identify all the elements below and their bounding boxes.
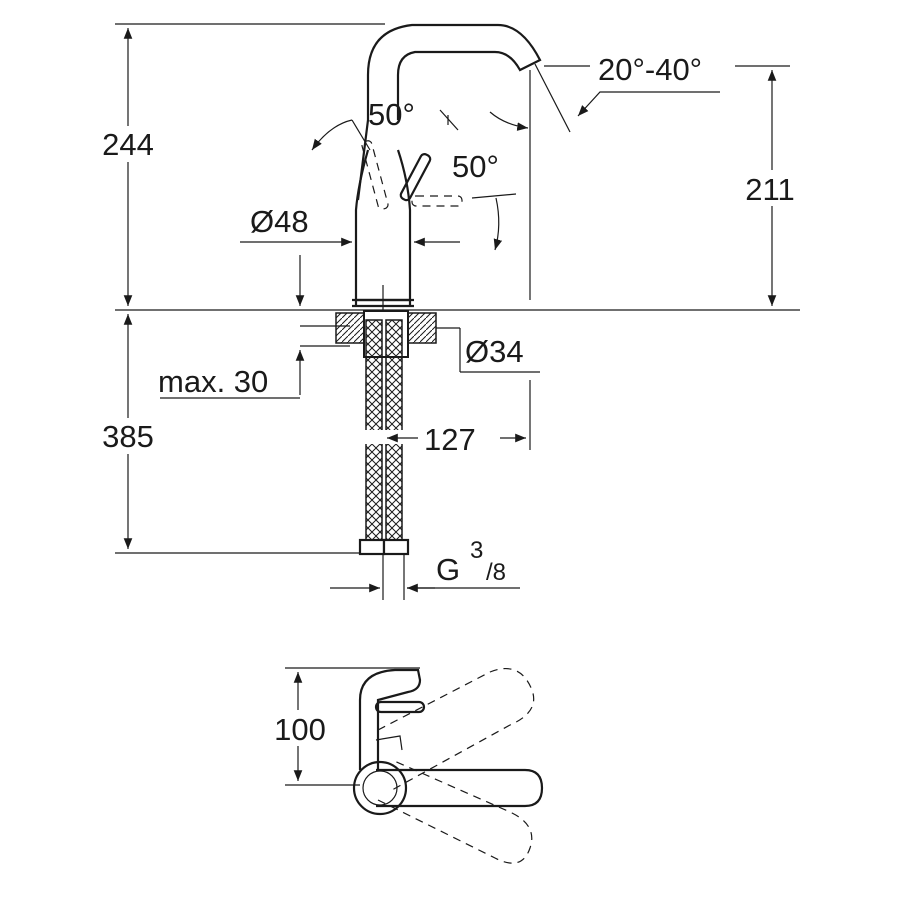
spout-top	[358, 668, 426, 770]
lever-angle-upper: 50°	[311, 97, 415, 151]
dimension-385: 385	[94, 314, 360, 554]
dimension-thread: G 3 /8	[330, 537, 520, 593]
label-211: 211	[745, 172, 794, 207]
swivel-angle-dimension: 20°-40°	[489, 52, 720, 133]
label-thread-sub: /8	[486, 559, 506, 586]
dimension-max-thickness: max. 30	[158, 255, 305, 399]
dimension-body-diameter: Ø48	[240, 204, 460, 247]
label-244: 244	[102, 127, 154, 162]
label-127: 127	[424, 422, 476, 457]
label-max-thickness: max. 30	[158, 364, 268, 399]
lever-swing-positions	[377, 668, 535, 864]
front-view: 244 211 20°-40°	[94, 23, 809, 600]
top-view: 100	[262, 667, 544, 864]
label-swivel-angle: 20°-40°	[598, 52, 702, 87]
dimension-100: 100	[262, 667, 420, 786]
dimension-211: 211	[735, 65, 809, 306]
label-lever-angle-upper: 50°	[368, 97, 415, 132]
handle-top	[352, 760, 544, 816]
faucet-body	[352, 149, 414, 315]
dimension-244: 244	[94, 23, 385, 306]
dimension-hole-diameter: Ø34	[436, 327, 540, 373]
supply-hoses	[358, 319, 410, 600]
lever	[361, 109, 517, 210]
lever-angle-side: 50°	[452, 149, 503, 251]
label-hole-diameter: Ø34	[465, 334, 524, 369]
dimension-127: 127	[387, 380, 531, 457]
label-thread: G	[436, 552, 460, 587]
label-thread-sup: 3	[470, 537, 483, 564]
label-100: 100	[274, 712, 326, 747]
label-body-diameter: Ø48	[250, 204, 309, 239]
label-lever-angle-side: 50°	[452, 149, 499, 184]
label-385: 385	[102, 419, 154, 454]
spout	[356, 23, 542, 300]
